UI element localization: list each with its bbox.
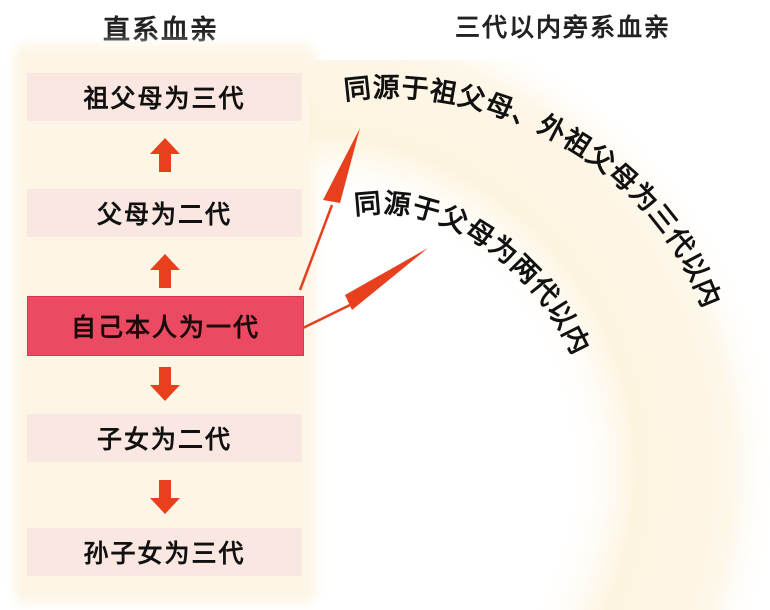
box-self: 自己本人为一代 — [27, 296, 304, 356]
box-grandparents: 祖父母为三代 — [27, 73, 302, 121]
box-parents: 父母为二代 — [27, 189, 302, 237]
box-label: 祖父母为三代 — [83, 84, 246, 113]
arrow-up-icon — [150, 138, 180, 172]
box-label: 自己本人为一代 — [70, 313, 260, 342]
box-label: 父母为二代 — [96, 200, 232, 229]
arrow-down-icon — [150, 367, 180, 401]
arrow-to-grandparents-line-icon — [298, 128, 360, 291]
box-grandchildren: 孙子女为三代 — [27, 528, 302, 576]
box-label: 孙子女为三代 — [83, 539, 246, 568]
collateral-relatives-heading: 三代以内旁系血亲 — [455, 13, 672, 42]
arrow-down-icon — [150, 480, 180, 514]
box-label: 子女为二代 — [96, 425, 232, 454]
box-children: 子女为二代 — [27, 414, 302, 462]
arrow-to-parents-line-icon — [302, 248, 428, 330]
lineal-relatives-heading: 直系血亲 — [103, 15, 219, 46]
arrow-up-icon — [150, 254, 180, 288]
